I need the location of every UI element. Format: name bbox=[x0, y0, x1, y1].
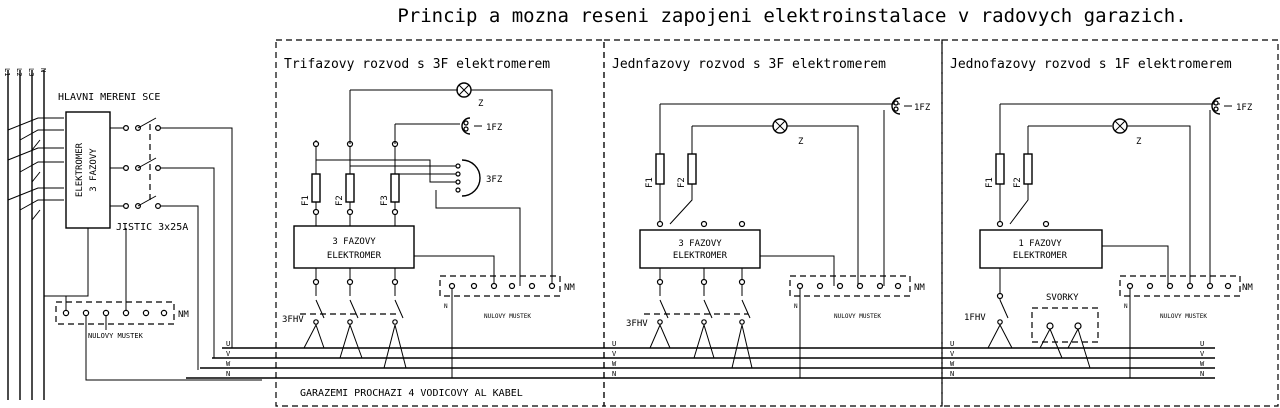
bus-label-v-3: V bbox=[950, 350, 955, 358]
section-2-meter-1: 3 FAZOVY bbox=[678, 239, 722, 249]
section-1-switch: 3FHV bbox=[282, 315, 304, 325]
section-1-socket1: 1FZ bbox=[486, 123, 503, 133]
section-1-fuse-2: F2 bbox=[335, 195, 345, 206]
bus-label-n-3: N bbox=[950, 370, 954, 378]
bus-label-n-1: N bbox=[226, 370, 230, 378]
section-2-circuit: 1FZ Z F1 F2 3 FAZOVY ELEKTROMER 3FHV NM … bbox=[626, 97, 931, 378]
section-frame-2 bbox=[603, 39, 943, 407]
section-2-meter-2: ELEKTROMER bbox=[673, 251, 728, 261]
section-2-lamp: Z bbox=[798, 137, 804, 147]
section-2-fuse-1: F1 bbox=[645, 177, 655, 188]
bus-label-u-2: U bbox=[612, 340, 616, 348]
section-3-fuse-1: F1 bbox=[985, 177, 995, 188]
section-3-lamp: Z bbox=[1136, 137, 1142, 147]
incoming-supply: L1 L2 L3 N HLAVNI MERENI SCE ELEKTROMER … bbox=[3, 68, 262, 400]
section-2-nm: NM bbox=[914, 283, 925, 293]
bus-label-w-2: W bbox=[612, 360, 617, 368]
section-2-n: N bbox=[794, 303, 798, 310]
breaker-label: JISTIC 3x25A bbox=[116, 222, 188, 233]
section-1-n: N bbox=[444, 303, 448, 310]
bus-label-n-4: N bbox=[1200, 370, 1204, 378]
section-3-switch: 1FHV bbox=[964, 313, 986, 323]
bus-label-v-1: V bbox=[226, 350, 231, 358]
main-meter-text-2: 3 FAZOVY bbox=[89, 148, 99, 192]
section-1-socket3: 3FZ bbox=[486, 175, 503, 185]
section-3-fuse-2: F2 bbox=[1013, 177, 1023, 188]
section-title-2: Jednfazovy rozvod s 3F elektromerem bbox=[612, 57, 886, 72]
phase-label-l3: L3 bbox=[27, 68, 35, 76]
section-3-meter-2: ELEKTROMER bbox=[1013, 251, 1068, 261]
section-3-socket1: 1FZ bbox=[1236, 103, 1253, 113]
main-meter-text-1: ELEKTROMER bbox=[75, 142, 85, 197]
section-1-meter-1: 3 FAZOVY bbox=[332, 237, 376, 247]
section-1-circuit: Z 1FZ 3FZ F1 F2 F3 3 FAZOVY ELEKTROMER bbox=[282, 82, 575, 378]
section-2-socket1: 1FZ bbox=[914, 103, 931, 113]
incoming-bridge-label: NULOVY MUSTEK bbox=[88, 332, 144, 340]
section-title-1: Trifazovy rozvod s 3F elektromerem bbox=[284, 57, 550, 72]
incoming-nm: NM bbox=[178, 310, 189, 320]
section-3-bridge: NULOVY MUSTEK bbox=[1160, 313, 1207, 320]
section-1-lamp: Z bbox=[478, 99, 484, 109]
section-1-meter-2: ELEKTROMER bbox=[327, 251, 382, 261]
bus-label-u-3: U bbox=[950, 340, 954, 348]
section-title-3: Jednofazovy rozvod s 1F elektromerem bbox=[950, 57, 1232, 72]
cable-label: GARAZEMI PROCHAZI 4 VODICOVY AL KABEL bbox=[300, 388, 523, 399]
bus-label-w-3: W bbox=[950, 360, 955, 368]
bus-label-w-4: W bbox=[1200, 360, 1205, 368]
section-3-meter-1: 1 FAZOVY bbox=[1018, 239, 1062, 249]
bus-label-w-1: W bbox=[226, 360, 231, 368]
section-3-n: N bbox=[1124, 303, 1128, 310]
bus-lines: U V W N U V W N U V W N U V W N bbox=[186, 340, 1215, 379]
section-1-fuse-3: F3 bbox=[380, 195, 390, 206]
section-3-nm: NM bbox=[1242, 283, 1253, 293]
bus-label-u-1: U bbox=[226, 340, 230, 348]
section-frame-3 bbox=[941, 39, 1279, 407]
phase-label-l1: L1 bbox=[3, 68, 11, 76]
section-1-bridge: NULOVY MUSTEK bbox=[484, 313, 531, 320]
bus-label-v-4: V bbox=[1200, 350, 1205, 358]
section-2-bridge: NULOVY MUSTEK bbox=[834, 313, 881, 320]
section-3-circuit: 1FZ Z F1 F2 1 FAZOVY ELEKTROMER 1FHV SVO… bbox=[964, 97, 1253, 378]
section-3-terminals: SVORKY bbox=[1046, 293, 1079, 303]
bus-label-u-4: U bbox=[1200, 340, 1204, 348]
bus-label-n-2: N bbox=[612, 370, 616, 378]
section-frame-1 bbox=[275, 39, 605, 407]
section-1-fuse-1: F1 bbox=[301, 195, 311, 206]
section-1-nm: NM bbox=[564, 283, 575, 293]
phase-label-n: N bbox=[39, 68, 47, 72]
diagram-title: Princip a mozna reseni zapojeni elektroi… bbox=[397, 5, 1186, 27]
section-2-switch: 3FHV bbox=[626, 319, 648, 329]
bus-label-v-2: V bbox=[612, 350, 617, 358]
phase-label-l2: L2 bbox=[15, 68, 23, 76]
section-2-fuse-2: F2 bbox=[677, 177, 687, 188]
main-meter-label: HLAVNI MERENI SCE bbox=[58, 92, 160, 103]
